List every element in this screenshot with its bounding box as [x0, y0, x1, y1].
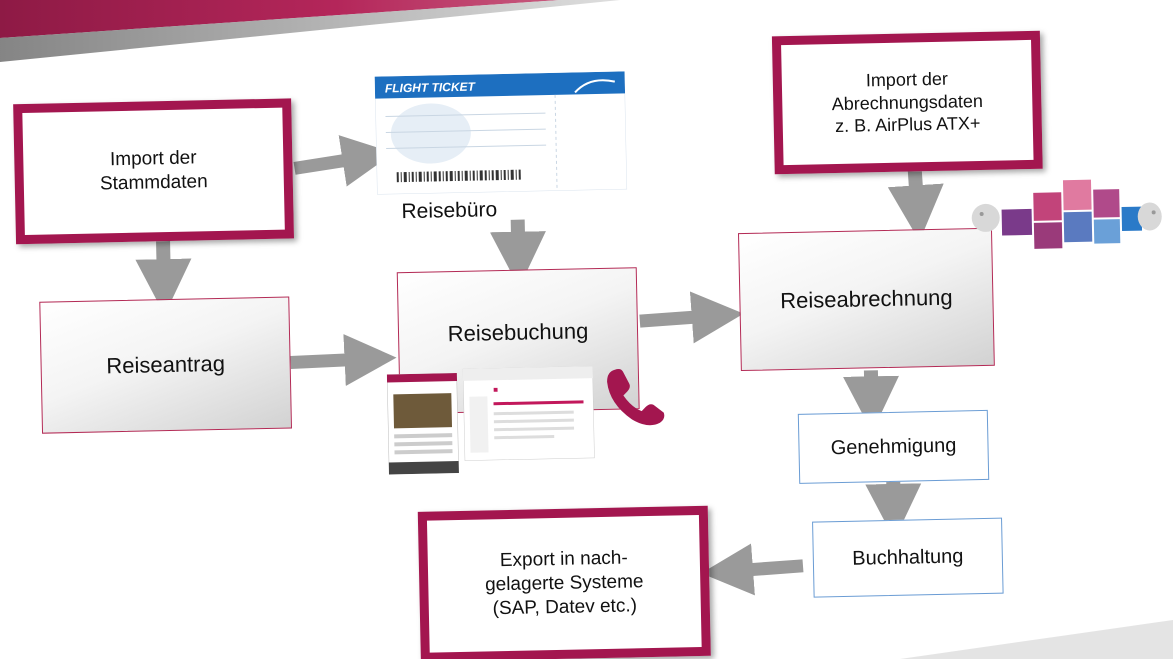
arrow-reiseantrag-to-reisebuchung	[290, 334, 397, 386]
flight-ticket-image: FLIGHT TICKET	[374, 71, 628, 195]
ticket-title: FLIGHT TICKET	[385, 80, 477, 96]
arrow-stammdaten-to-reiseantrag	[135, 240, 192, 316]
arrow-reisebuero-to-reisebuchung	[489, 219, 546, 288]
arrow-buchhaltung-to-export	[701, 543, 804, 596]
arrow-reiseabrechnung-to-genehmigung	[843, 370, 900, 433]
booking-screenshot-desktop: ■	[462, 366, 595, 461]
puzzle-image	[971, 179, 1162, 249]
arrow-stammdaten-to-reisebuero	[293, 135, 395, 187]
phone-icon	[607, 368, 665, 426]
booking-screenshot-mobile	[386, 373, 459, 475]
arrow-abrechnungsdaten-to-reiseabrechnung	[887, 168, 944, 242]
svg-text:■: ■	[493, 385, 498, 394]
arrow-genehmigung-to-buchhaltung	[865, 479, 922, 540]
header-banner	[0, 0, 620, 62]
arrow-reisebuchung-to-reiseabrechnung	[639, 291, 744, 344]
